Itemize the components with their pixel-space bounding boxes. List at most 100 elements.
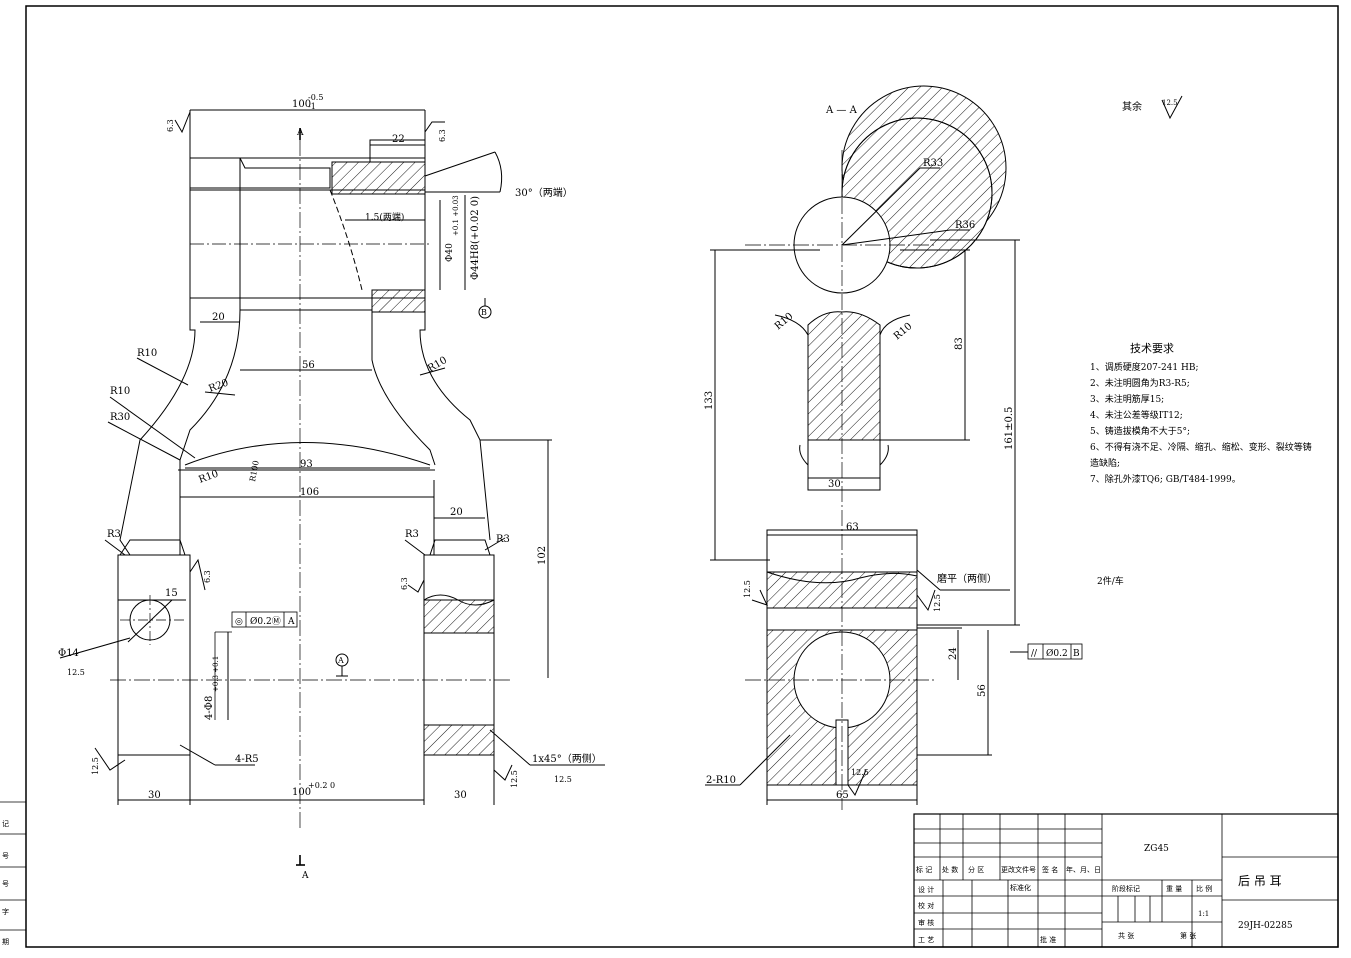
dim-inner-93: 93	[300, 459, 313, 470]
dim-web-20-right: 20	[450, 507, 463, 518]
material-label: ZG45	[1144, 844, 1169, 854]
dim-r10-left: R10	[773, 311, 796, 332]
part-name: 后 吊 耳	[1238, 874, 1282, 888]
roughness-value: 6.3	[438, 129, 447, 142]
tolerance-frame-position	[214, 611, 298, 720]
tech-item: 造缺陷;	[1090, 457, 1120, 469]
dim-tolerance: +0.3 +0.1	[212, 656, 220, 692]
dim-hole-d14: Φ14	[58, 648, 79, 659]
radius-label: R10	[137, 348, 157, 359]
scale-value: 1:1	[1198, 910, 1209, 918]
tolerance-symbol: ◎	[235, 617, 243, 627]
section-view	[705, 85, 1183, 810]
dim-w65: 65	[836, 790, 849, 801]
title-block	[913, 813, 1339, 948]
tech-item: 4、未注公差等级IT12;	[1090, 409, 1183, 421]
dim-h83: 83	[954, 337, 965, 350]
roughness-value: 12.5	[67, 668, 85, 677]
radius-label: R3	[107, 529, 121, 540]
dim-grind-note: 磨平（两侧）	[937, 572, 997, 585]
tech-item: 3、未注明筋厚15;	[1090, 393, 1164, 405]
dim-top-width: 100	[292, 99, 311, 110]
tb-label: 年、月、日	[1066, 865, 1101, 874]
radius-label: R30	[110, 412, 130, 423]
roughness-general-value: 12.5	[1162, 99, 1178, 107]
dim-chamfer-angle: 30°（两端）	[515, 186, 573, 199]
dim-h24: 24	[948, 647, 959, 660]
dim-bottom-30-right: 30	[454, 790, 467, 801]
dim-height-102: 102	[537, 546, 548, 565]
tolerance-symbol: //	[1031, 649, 1038, 659]
dim-tolerance: +0.2 0	[308, 781, 335, 790]
roughness-value: 12.5	[510, 770, 519, 788]
roughness-value: 6.3	[166, 119, 175, 132]
dim-tolerance: -1	[308, 102, 316, 111]
roughness-value: 12.5	[933, 594, 942, 612]
tolerance-value: Ø0.2Ⓜ	[250, 616, 281, 627]
dim-h56: 56	[977, 684, 988, 697]
tb-label: 工 艺	[918, 936, 934, 944]
tb-label: 签 名	[1042, 865, 1058, 874]
roughness-general-label: 其余	[1122, 100, 1142, 113]
dim-hole-15: 15	[165, 588, 178, 599]
roughness-value: 12.5	[554, 775, 572, 784]
tb-label: 审 核	[918, 918, 934, 927]
tolerance-datum: A	[287, 617, 295, 627]
tech-item: 5、铸造拔模角不大于5°;	[1090, 425, 1190, 437]
datum-b-label: B	[481, 308, 487, 317]
drawing-number: 29JH-02285	[1238, 921, 1293, 931]
tb-label: 比 例	[1196, 884, 1212, 893]
radius-label: R10	[110, 386, 130, 397]
datum-a-label: A	[337, 656, 344, 665]
tb-label: 标 记	[916, 865, 932, 874]
quantity-note: 2件/车	[1097, 575, 1124, 587]
radius-label: R100	[248, 460, 261, 483]
radius-label: R3	[405, 529, 419, 540]
technical-requirements: 技术要求 1、调质硬度207-241 HB; 2、未注明圆角为R3-R5; 3、…	[1090, 342, 1312, 587]
tb-label: 阶段标记	[1112, 884, 1140, 893]
dim-hole-4d: 4-Φ8	[204, 696, 215, 720]
tb-label: 校 对	[918, 901, 934, 910]
dim-r36: R36	[955, 220, 975, 231]
dim-corner-r5: 4-R5	[235, 754, 259, 765]
dim-r10-right: R10	[892, 321, 915, 342]
left-margin-block	[0, 801, 26, 931]
tech-item: 7、除孔外漆TQ6; GB/T484-1999。	[1090, 473, 1241, 485]
margin-label: 号	[2, 880, 9, 888]
radius-label: R10	[197, 469, 220, 486]
margin-label: 号	[2, 852, 9, 860]
tolerance-frame-parallel	[1027, 643, 1083, 660]
roughness-value: 12.5	[851, 768, 869, 777]
section-mark-top: A	[296, 128, 304, 138]
dim-w30: 30	[828, 479, 841, 490]
roughness-value: 12.5	[743, 580, 752, 598]
dim-bore-large: Φ44H8(+0.02 0)	[470, 196, 481, 280]
dim-w63: 63	[846, 522, 859, 533]
section-mark-bottom: A	[301, 871, 309, 881]
tb-label: 设 计	[918, 885, 934, 894]
drawing-border	[25, 5, 1339, 948]
tb-label: 共 张	[1118, 931, 1134, 940]
dim-2-r10: 2-R10	[706, 775, 736, 786]
tech-item: 6、不得有浇不足、冷隔、缩孔、缩松、变形、裂纹等铸	[1090, 441, 1312, 453]
margin-label: 期	[2, 938, 9, 946]
dim-web-20: 20	[212, 312, 225, 323]
tb-label: 第 张	[1180, 931, 1196, 940]
tb-label: 重 量	[1166, 885, 1182, 893]
tb-label: 更改文件号	[1001, 865, 1036, 874]
radius-label: R10	[426, 355, 449, 375]
dim-h133: 133	[704, 391, 715, 410]
dim-bottom-100: 100	[292, 787, 311, 798]
radius-label: R3	[496, 534, 510, 545]
roughness-value: 12.5	[91, 757, 100, 775]
tb-label: 标准化	[1010, 883, 1031, 892]
dim-r33: R33	[923, 158, 943, 169]
margin-label: 字	[2, 907, 9, 916]
dim-chamfer-1x45: 1x45°（两侧）	[532, 752, 602, 765]
dim-inner-106: 106	[300, 487, 319, 498]
dim-tolerance: +0.1 +0.03	[452, 195, 460, 236]
dim-bottom-30: 30	[148, 790, 161, 801]
tb-label: 批 准	[1040, 935, 1056, 944]
front-view	[59, 109, 605, 866]
